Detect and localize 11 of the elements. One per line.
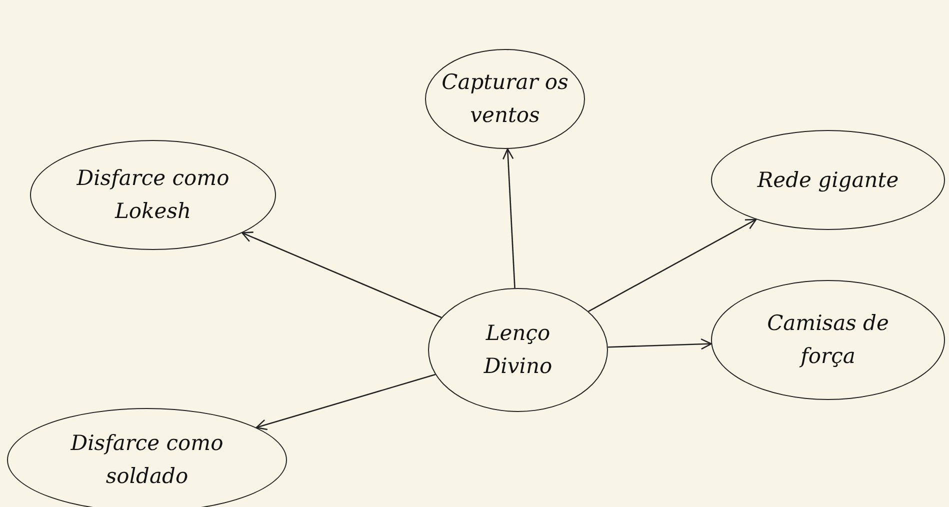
node-label: Rede gigante [757,166,899,194]
node-label: Camisas de força [766,310,890,370]
arrow [588,218,757,312]
arrow [242,232,442,318]
arrow [608,338,712,350]
node-label: Lenço Divino [482,320,554,380]
arrow [256,374,436,430]
node-label: Disfarce como Lokesh [76,165,230,225]
node-label: Disfarce como soldado [70,430,224,490]
arrow [502,148,516,288]
node-label: Capturar os ventos [440,69,570,129]
